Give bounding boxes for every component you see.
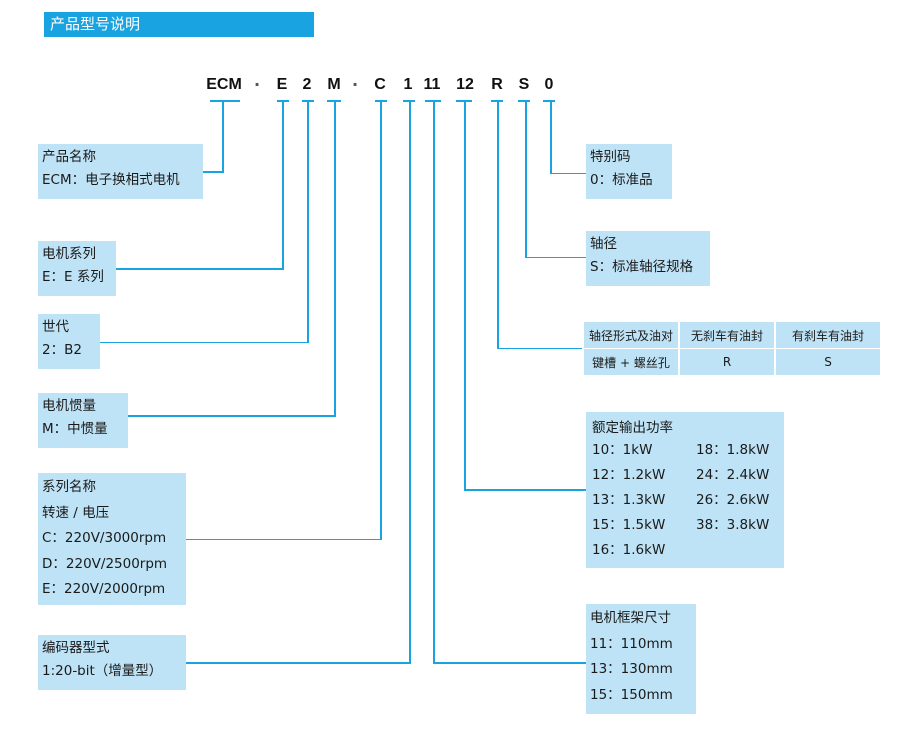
- table-row: 键槽 + 螺丝孔 R S: [584, 349, 880, 375]
- generation-box: 世代 2：B2: [38, 314, 100, 369]
- series-name-subtitle: 转速 / 电压: [42, 504, 110, 521]
- list-item: 16：1.6kW: [592, 542, 666, 558]
- connector-line: [433, 662, 586, 664]
- connector-line: [464, 489, 586, 491]
- list-item: 18：1.8kW: [696, 442, 770, 458]
- frame-size-13: 13：130mm: [590, 661, 673, 677]
- list-item: 15：1.5kW: [592, 517, 666, 533]
- list-item: 13：1.3kW: [592, 492, 666, 508]
- connector-line: [116, 268, 284, 270]
- connector-line: [433, 100, 435, 663]
- rated-power-box: 额定输出功率 10：1kW 12：1.2kW 13：1.3kW 15：1.5kW…: [586, 412, 784, 568]
- rated-power-title: 额定输出功率: [592, 420, 673, 436]
- rated-power-right-list: 18：1.8kW 24：2.4kW 26：2.6kW 38：3.8kW: [696, 438, 769, 538]
- page-title: 产品型号说明: [44, 12, 314, 37]
- list-item: 24：2.4kW: [696, 467, 770, 483]
- series-name-box: 系列名称 转速 / 电压 C：220V/3000rpm D：220V/2500r…: [38, 473, 186, 605]
- connector-line: [464, 100, 466, 490]
- connector-line: [100, 341, 309, 343]
- frame-size-11: 11：110mm: [590, 635, 673, 652]
- code-separator: ·: [351, 75, 359, 94]
- table-header-cell: 轴径形式及油对: [584, 322, 678, 348]
- table-cell: S: [776, 349, 880, 375]
- table-header-cell: 无刹车有油封: [680, 322, 774, 348]
- code-part-encoder: 1: [403, 76, 413, 93]
- code-part-series: E: [276, 76, 288, 93]
- code-part-power: 12: [456, 76, 474, 93]
- code-part-shaft: S: [518, 76, 530, 93]
- product-name-value: ECM：电子换相式电机: [42, 172, 180, 188]
- special-code-value: 0：标准品: [590, 172, 653, 188]
- connector-line: [203, 171, 224, 173]
- frame-size-15: 15：150mm: [590, 686, 673, 703]
- connector-line: [497, 100, 499, 349]
- table-cell: R: [680, 349, 774, 375]
- series-name-c: C：220V/3000rpm: [42, 530, 167, 546]
- motor-series-value: E：E 系列: [42, 269, 104, 285]
- connector-line: [409, 100, 411, 663]
- connector-line: [186, 662, 411, 664]
- list-item: 38：3.8kW: [696, 517, 770, 533]
- encoder-title: 编码器型式: [42, 640, 110, 656]
- shaft-box: 轴径 S：标准轴径规格: [586, 231, 710, 286]
- special-code-box: 特别码 0：标准品: [586, 144, 672, 199]
- connector-line: [222, 100, 224, 172]
- shaft-type-table: 轴径形式及油对 无刹车有油封 有刹车有油封 键槽 + 螺丝孔 R S: [582, 322, 882, 375]
- connector-line: [186, 538, 382, 540]
- code-part-inertia: M: [327, 76, 341, 93]
- encoder-value: 1:20-bit（增量型）: [42, 663, 163, 679]
- series-name-d: D：220V/2500rpm: [42, 555, 168, 572]
- list-item: 26：2.6kW: [696, 492, 770, 508]
- table-header-row: 轴径形式及油对 无刹车有油封 有刹车有油封: [584, 322, 880, 348]
- special-code-title: 特别码: [590, 149, 631, 165]
- connector-line: [497, 347, 582, 349]
- rated-power-left-list: 10：1kW 12：1.2kW 13：1.3kW 15：1.5kW 16：1.6…: [592, 438, 665, 563]
- frame-size-title: 电机框架尺寸: [590, 610, 671, 626]
- connector-line: [543, 100, 555, 102]
- code-part-frame: 11: [423, 76, 441, 93]
- connector-line: [210, 100, 240, 102]
- connector-line: [128, 415, 336, 417]
- connector-line: [518, 100, 530, 102]
- connector-line: [380, 100, 382, 540]
- connector-line: [307, 100, 309, 343]
- shaft-value: S：标准轴径规格: [590, 259, 694, 275]
- code-part-generation: 2: [302, 76, 312, 93]
- connector-line: [550, 100, 552, 174]
- code-part-series-name: C: [374, 76, 386, 93]
- inertia-title: 电机惯量: [42, 398, 96, 414]
- list-item: 10：1kW: [592, 442, 653, 458]
- product-name-box: 产品名称 ECM：电子换相式电机: [38, 144, 203, 199]
- motor-series-box: 电机系列 E：E 系列: [38, 241, 116, 296]
- generation-value: 2：B2: [42, 342, 82, 358]
- connector-line: [282, 100, 284, 270]
- code-part-ecm: ECM: [206, 76, 242, 93]
- series-name-title: 系列名称: [42, 479, 96, 495]
- motor-series-title: 电机系列: [42, 246, 96, 262]
- code-separator: ·: [253, 75, 261, 94]
- generation-title: 世代: [42, 319, 69, 335]
- frame-size-box: 电机框架尺寸 11：110mm 13：130mm 15：150mm: [586, 604, 696, 714]
- inertia-box: 电机惯量 M：中惯量: [38, 393, 128, 448]
- shaft-title: 轴径: [590, 236, 617, 252]
- table-cell: 键槽 + 螺丝孔: [584, 349, 678, 375]
- code-part-special: 0: [544, 76, 554, 93]
- connector-line: [550, 172, 586, 174]
- inertia-value: M：中惯量: [42, 421, 108, 437]
- code-part-shaft-type: R: [491, 76, 503, 93]
- series-name-e: E：220V/2000rpm: [42, 581, 166, 597]
- encoder-box: 编码器型式 1:20-bit（增量型）: [38, 635, 186, 690]
- list-item: 12：1.2kW: [592, 467, 666, 483]
- table-header-cell: 有刹车有油封: [776, 322, 880, 348]
- connector-line: [525, 256, 586, 258]
- connector-line: [334, 100, 336, 416]
- product-name-title: 产品名称: [42, 149, 96, 165]
- connector-line: [525, 100, 527, 258]
